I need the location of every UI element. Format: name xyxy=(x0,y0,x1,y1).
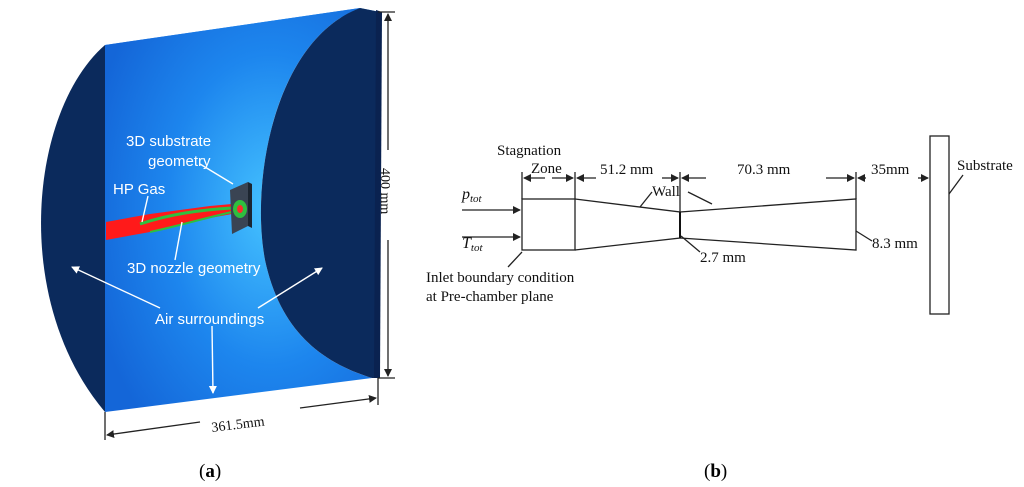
label-substrate-line2: geometry xyxy=(148,153,211,170)
dim-standoff-label: 35mm xyxy=(871,162,910,178)
label-stagnation-line2: Zone xyxy=(531,161,562,177)
throat-leader xyxy=(680,235,701,253)
domain-right-edge xyxy=(374,10,382,378)
panel-a: 3D substrate geometry HP Gas 3D nozzle g… xyxy=(41,8,395,482)
air-arrow-right xyxy=(257,267,323,309)
caption-b-open: ( xyxy=(704,461,710,482)
label-p-main: p xyxy=(461,186,470,203)
substrate-rect xyxy=(929,135,950,315)
substrate-plate-side xyxy=(248,182,252,228)
width-dim-line-right xyxy=(299,394,377,409)
impact-core xyxy=(237,205,243,213)
dim-diverging-label: 70.3 mm xyxy=(737,162,791,178)
caption-b-close: ) xyxy=(721,461,727,482)
caption-b: (b) xyxy=(704,461,727,482)
converging-section xyxy=(574,198,681,251)
caption-b-letter: b xyxy=(710,461,721,482)
label-nozzle: 3D nozzle geometry xyxy=(127,260,261,277)
nozzle-jet xyxy=(139,206,233,226)
label-substrate-line1: 3D substrate xyxy=(126,133,211,150)
pointer-hp-gas xyxy=(141,195,149,223)
caption-a: (a) xyxy=(199,461,221,482)
domain-left-cap xyxy=(41,45,105,412)
label-t-tot: Ttot xyxy=(462,235,483,254)
label-t-sub: tot xyxy=(471,242,484,254)
domain-right-cap xyxy=(260,8,380,378)
label-stagnation-line1: Stagnation xyxy=(497,143,562,159)
label-hp-gas: HP Gas xyxy=(113,181,165,198)
label-p-sub: tot xyxy=(470,193,483,205)
dim-throat-label: 2.7 mm xyxy=(700,250,746,266)
pointer-substrate xyxy=(199,163,234,185)
exit-leader xyxy=(855,230,873,242)
substrate-leader xyxy=(948,174,964,195)
panel-b: Stagnation Zone 51.2 mm 70.3 mm 35mm Wal… xyxy=(426,135,1013,482)
diverging-section xyxy=(679,198,857,251)
wall-leader-left xyxy=(639,191,653,208)
air-arrow-left xyxy=(71,266,161,309)
caption-a-letter: a xyxy=(205,461,215,482)
label-air: Air surroundings xyxy=(155,311,264,328)
gas-jet xyxy=(106,204,232,240)
height-dim-label: 400 mm xyxy=(377,168,392,214)
dim-converging-label: 51.2 mm xyxy=(600,162,654,178)
label-inlet-line1: Inlet boundary condition xyxy=(426,270,575,286)
pre-chamber xyxy=(521,198,576,251)
width-dim-line-left xyxy=(106,421,201,438)
wall-leader-right xyxy=(687,191,713,205)
dim-exit-label: 8.3 mm xyxy=(872,236,918,252)
label-p-tot: ptot xyxy=(461,186,483,205)
width-dim-label: 361.5mm xyxy=(211,415,266,436)
label-wall: Wall xyxy=(652,184,680,200)
inlet-leader xyxy=(507,251,523,268)
label-inlet-line2: at Pre-chamber plane xyxy=(426,289,554,305)
label-substrate: Substrate xyxy=(957,158,1013,174)
caption-a-close: ) xyxy=(215,461,221,482)
pointer-nozzle xyxy=(174,221,183,261)
air-arrow-down xyxy=(208,325,217,394)
label-t-main: T xyxy=(462,235,472,252)
caption-a-open: ( xyxy=(199,461,205,482)
nozzle-jet-lower xyxy=(149,211,233,233)
